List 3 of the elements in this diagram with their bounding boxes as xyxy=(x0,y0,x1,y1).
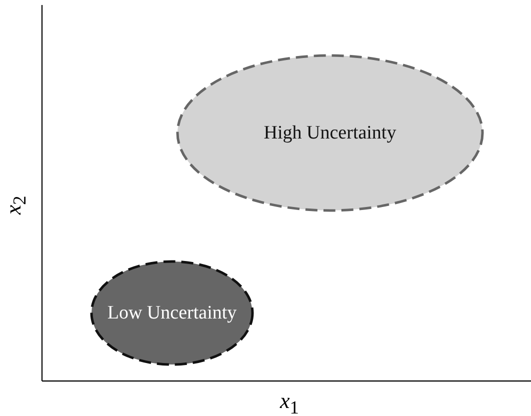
axis-label: x$_{1}$ xyxy=(280,388,299,416)
region-label: High Uncertainty xyxy=(262,122,398,146)
region-label: Low Uncertainty xyxy=(106,302,238,326)
